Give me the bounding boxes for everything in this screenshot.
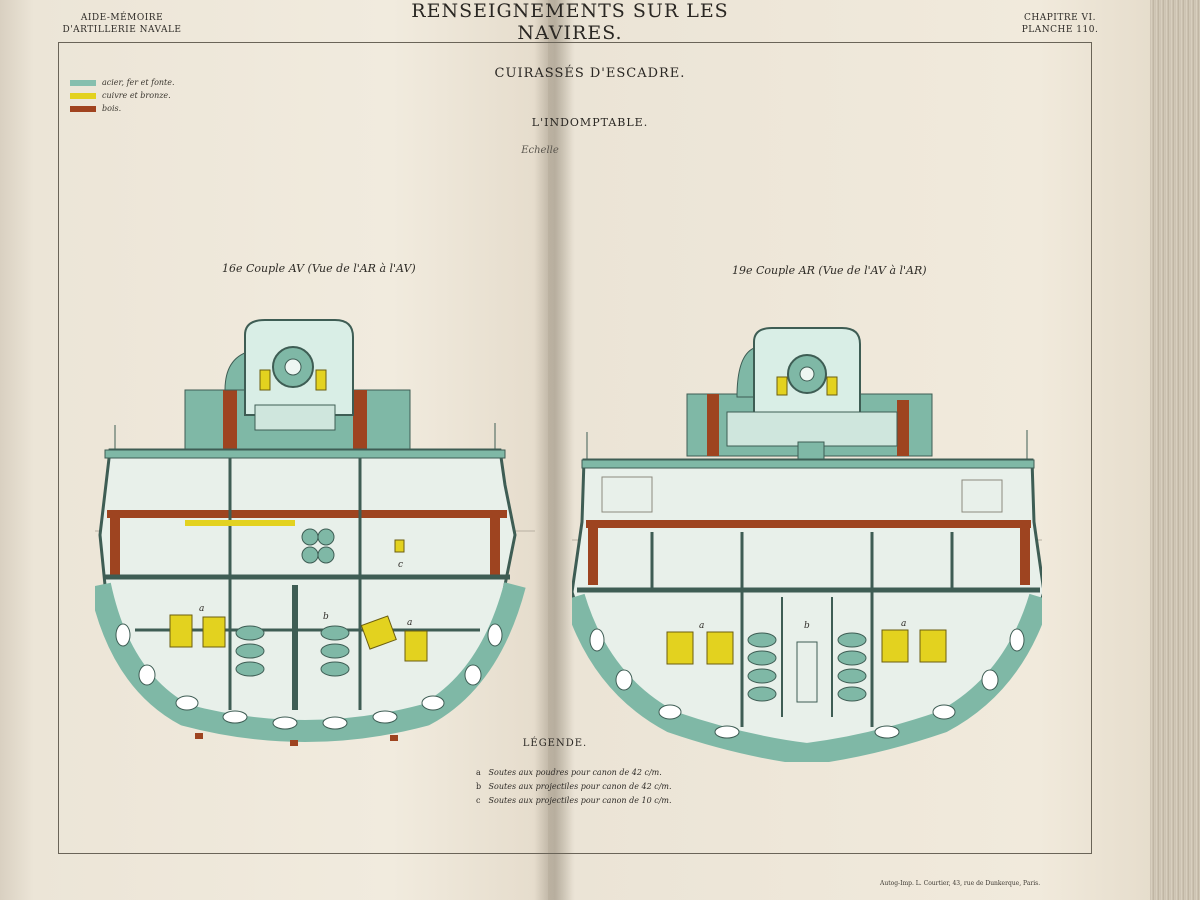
legend-item-a: a Soutes aux poudres pour canon de 42 c/… [476,768,672,782]
legend-text-c: Soutes aux projectiles pour canon de 10 … [488,796,672,805]
material-label-bronze: cuivre et bronze. [102,91,171,100]
legend-key-c: c [476,796,481,805]
material-swatch-bronze [70,92,96,99]
materials-key: acier, fer et fonte. cuivre et bronze. b… [70,76,175,115]
section-title-right: 19e Couple AR (Vue de l'AV à l'AR) [732,264,927,277]
material-swatch-wood [70,105,96,112]
legend-list: a Soutes aux poudres pour canon de 42 c/… [476,768,672,810]
material-bronze: cuivre et bronze. [70,89,175,102]
mark-b-2: b [804,621,810,631]
page-title: RENSEIGNEMENTS SUR LES NAVIRES. [411,0,729,44]
book-gutter [535,0,575,900]
legend-text-b: Soutes aux projectiles pour canon de 42 … [488,782,672,791]
turret [686,327,933,523]
mark-a-2: a [407,618,412,628]
legend-title: LÉGENDE. [522,738,588,749]
header-left-line1: AIDE-MÉMOIRE [80,13,164,23]
legend-key-a: a [476,768,481,777]
cross-section-right: a a b [572,327,1042,762]
printer-imprint: Autog-Imp. L. Courtier, 43, rue de Dunke… [880,880,1041,887]
header-left-line2: D'ARTILLERIE NAVALE [62,25,182,35]
hull [95,423,526,746]
legend-key-b: b [476,782,482,791]
section-title-left: 16e Couple AV (Vue de l'AR à l'AV) [222,262,416,275]
mark-a-4: a [901,619,906,629]
ship-name: L'INDOMPTABLE. [531,116,649,129]
legend-item-c: c Soutes aux projectiles pour canon de 1… [476,796,672,810]
header-left: AIDE-MÉMOIRE D'ARTILLERIE NAVALE [62,12,182,36]
plate-subtitle: CUIRASSÉS D'ESCADRE. [494,66,686,81]
header-right-line2: PLANCHE 110. [1021,25,1099,35]
scale-label: Echelle [521,145,559,156]
material-steel: acier, fer et fonte. [70,76,175,89]
material-label-steel: acier, fer et fonte. [102,78,175,87]
mark-a-1: a [199,604,204,614]
page-edges [1150,0,1200,900]
turret [184,319,411,451]
hull [572,430,1042,762]
mark-b-1: b [323,612,329,622]
legend-text-a: Soutes aux poudres pour canon de 42 c/m. [488,768,662,777]
plate-frame [58,42,1092,854]
header-right: CHAPITRE VI. PLANCHE 110. [1020,12,1100,36]
mark-a-3: a [699,621,704,631]
legend-item-b: b Soutes aux projectiles pour canon de 4… [476,782,672,796]
material-swatch-steel [70,79,96,86]
cross-section-left: a a b c [95,319,535,746]
header-right-line1: CHAPITRE VI. [1024,13,1096,23]
mark-c-1: c [398,560,403,570]
material-wood: bois. [70,102,175,115]
material-label-wood: bois. [102,104,122,113]
